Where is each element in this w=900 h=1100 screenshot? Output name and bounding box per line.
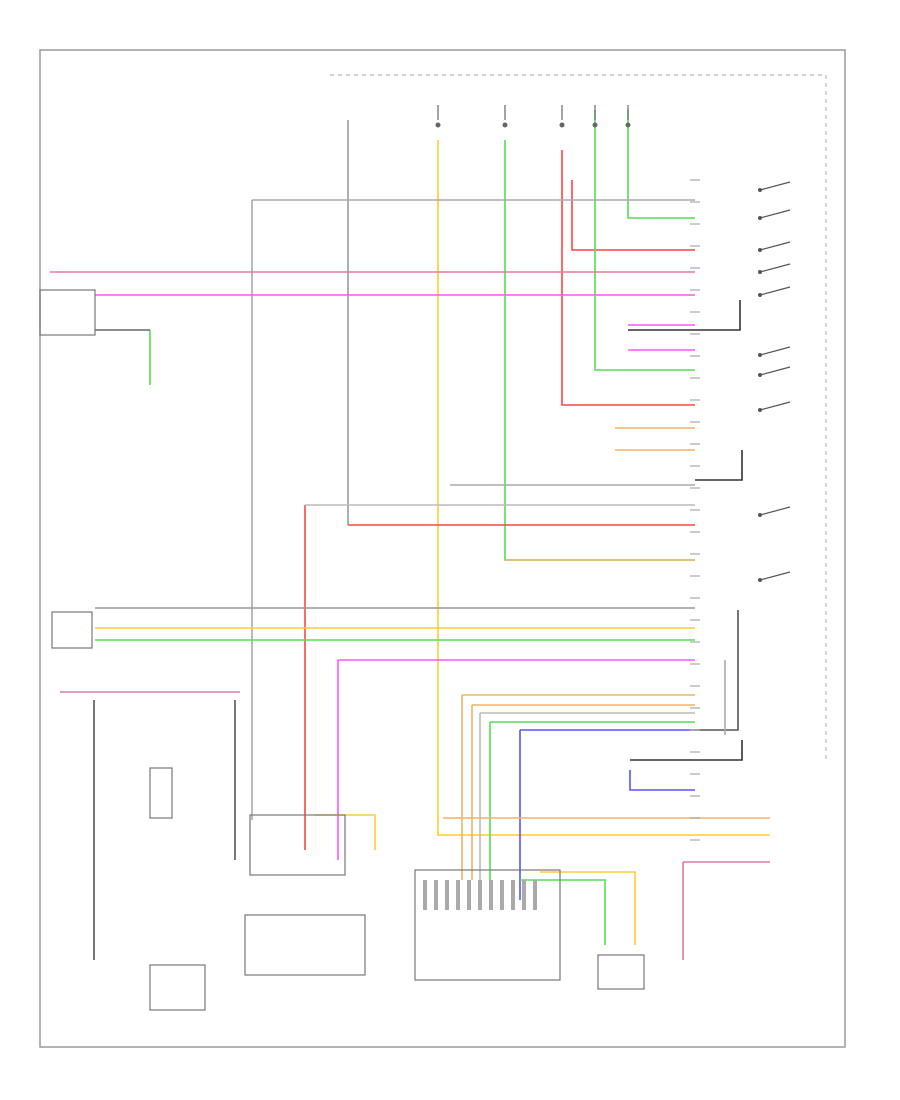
switch-contact-0 [759,181,791,191]
pcm-pin [467,880,471,910]
wire-red-trunk [561,150,695,406]
switch-pivot-7 [758,408,762,412]
pcm-pin [511,880,515,910]
switch-contact-9 [759,571,791,581]
switch-contact-7 [759,401,791,411]
switch-pivot-4 [758,293,762,297]
switch-pivot-0 [758,188,762,192]
actuator-module-box [249,814,346,876]
diagram-frame [39,49,846,1048]
pcm-pin [445,880,449,910]
wire-black-loop2 [695,450,743,481]
sensor-box-box [597,954,645,990]
wire-black-loop [628,300,741,331]
pcm-pin [456,880,460,910]
switch-contact-4 [759,286,791,296]
switch-contact-8 [759,506,791,516]
switch-pivot-6 [758,373,762,377]
pcm-pin [478,880,482,910]
switch-pivot-2 [758,248,762,252]
wire-black-loop3 [630,740,743,761]
switch-pivot-8 [758,513,762,517]
switch-contact-1 [759,209,791,219]
sensor-module-box [244,914,366,976]
blower-resistor-box [149,767,173,819]
wire-green-top [627,110,695,219]
pcm-pin [500,880,504,910]
pcm-pin [489,880,493,910]
fuse-node-3 [592,122,598,128]
wire-layer [50,110,770,960]
pcm-connector-box [414,869,561,981]
fuse-node-2 [559,122,565,128]
wire-green-mid [594,110,695,371]
wire-yellow-main [437,140,770,836]
wire-black-loop4 [695,610,739,731]
pcm-pin [434,880,438,910]
pcm-pin [533,880,537,910]
switch-pivot-5 [758,353,762,357]
wire-green-sensor [520,879,606,945]
fuse-node-4 [625,122,631,128]
pcm-pin [522,880,526,910]
wire-yellow-sensor [540,871,636,945]
blower-motor-box [149,964,206,1011]
switch-contact-2 [759,241,791,251]
switch-pivot-9 [758,578,762,582]
pcm-pin [423,880,427,910]
wire-red-branch [571,180,695,251]
fuse-node-1 [502,122,508,128]
switch-pivot-3 [758,270,762,274]
wire-blue-short [629,770,695,791]
switch-contact-3 [759,263,791,273]
switch-contact-6 [759,366,791,376]
switch-contact-5 [759,346,791,356]
fuse-node-0 [435,122,441,128]
compressor-clutch-box [39,289,96,336]
component-layer [39,105,791,1011]
pressure-transducer-box [51,611,93,649]
switch-pivot-1 [758,216,762,220]
